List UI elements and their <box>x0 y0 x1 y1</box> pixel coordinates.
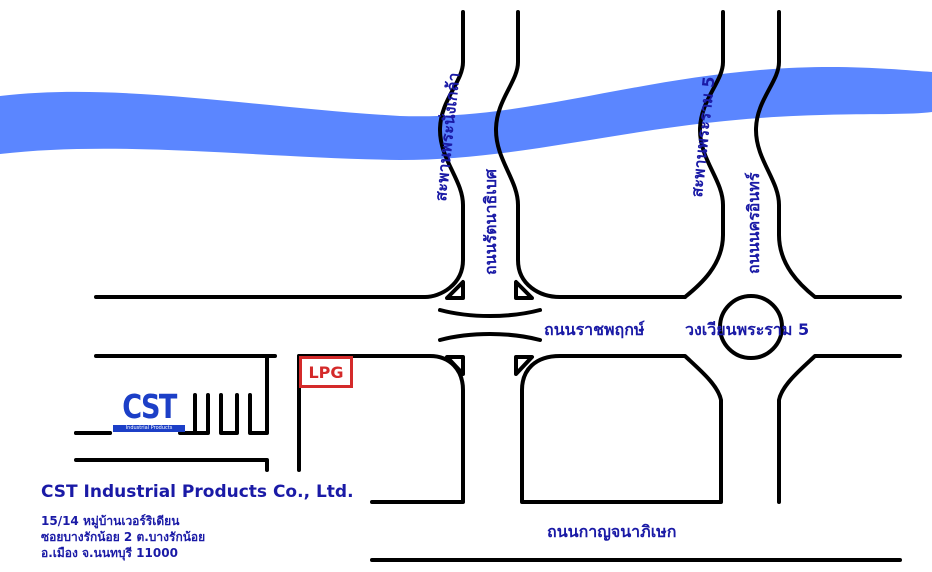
river <box>0 66 932 160</box>
label-roundabout-rama5: วงเวียนพระราม 5 <box>685 320 810 339</box>
median-arc-top <box>438 308 542 318</box>
label-ratchaphruek: ถนนราชพฤกษ์ <box>544 320 645 339</box>
cst-logo-subtext: Industrial Products <box>113 425 185 432</box>
address-line-1: 15/14 หมู่บ้านเวอร์ริเดียน <box>41 514 180 528</box>
island-bottom-right <box>514 355 534 376</box>
company-name: CST Industrial Products Co., Ltd. <box>41 482 354 502</box>
lpg-marker: LPG <box>299 356 353 388</box>
label-rattanathibet: ถนนรัตนาธิเบศ <box>481 168 500 275</box>
soi-left-lines <box>74 354 269 472</box>
island-top-left <box>445 280 465 300</box>
cst-logo-text: CST <box>122 387 177 426</box>
median-arc-bottom <box>438 332 542 342</box>
road-nakhon-in-right-edge <box>754 10 902 299</box>
address-line-2: ซอยบางรักน้อย 2 ต.บางรักน้อย <box>41 530 206 544</box>
island-top-right <box>514 280 534 300</box>
road-rattanathibet-left-edge <box>94 10 465 299</box>
cst-logo: CST Industrial Products <box>113 390 185 434</box>
address-line-3: อ.เมือง จ.นนทบุรี 11000 <box>41 546 178 560</box>
label-nakhon-in: ถนนนครอินทร์ <box>744 172 763 274</box>
road-east-block <box>777 354 902 504</box>
road-ratchaphruek-lower-right <box>520 354 723 504</box>
label-kanchanaphisek: ถนนกาญจนาภิเษก <box>547 522 677 541</box>
road-nakhon-in-left-edge <box>683 10 725 299</box>
island-bottom-left <box>445 355 465 376</box>
roundabout-circle <box>718 294 784 360</box>
road-rattanathibet-right-edge <box>494 10 687 299</box>
